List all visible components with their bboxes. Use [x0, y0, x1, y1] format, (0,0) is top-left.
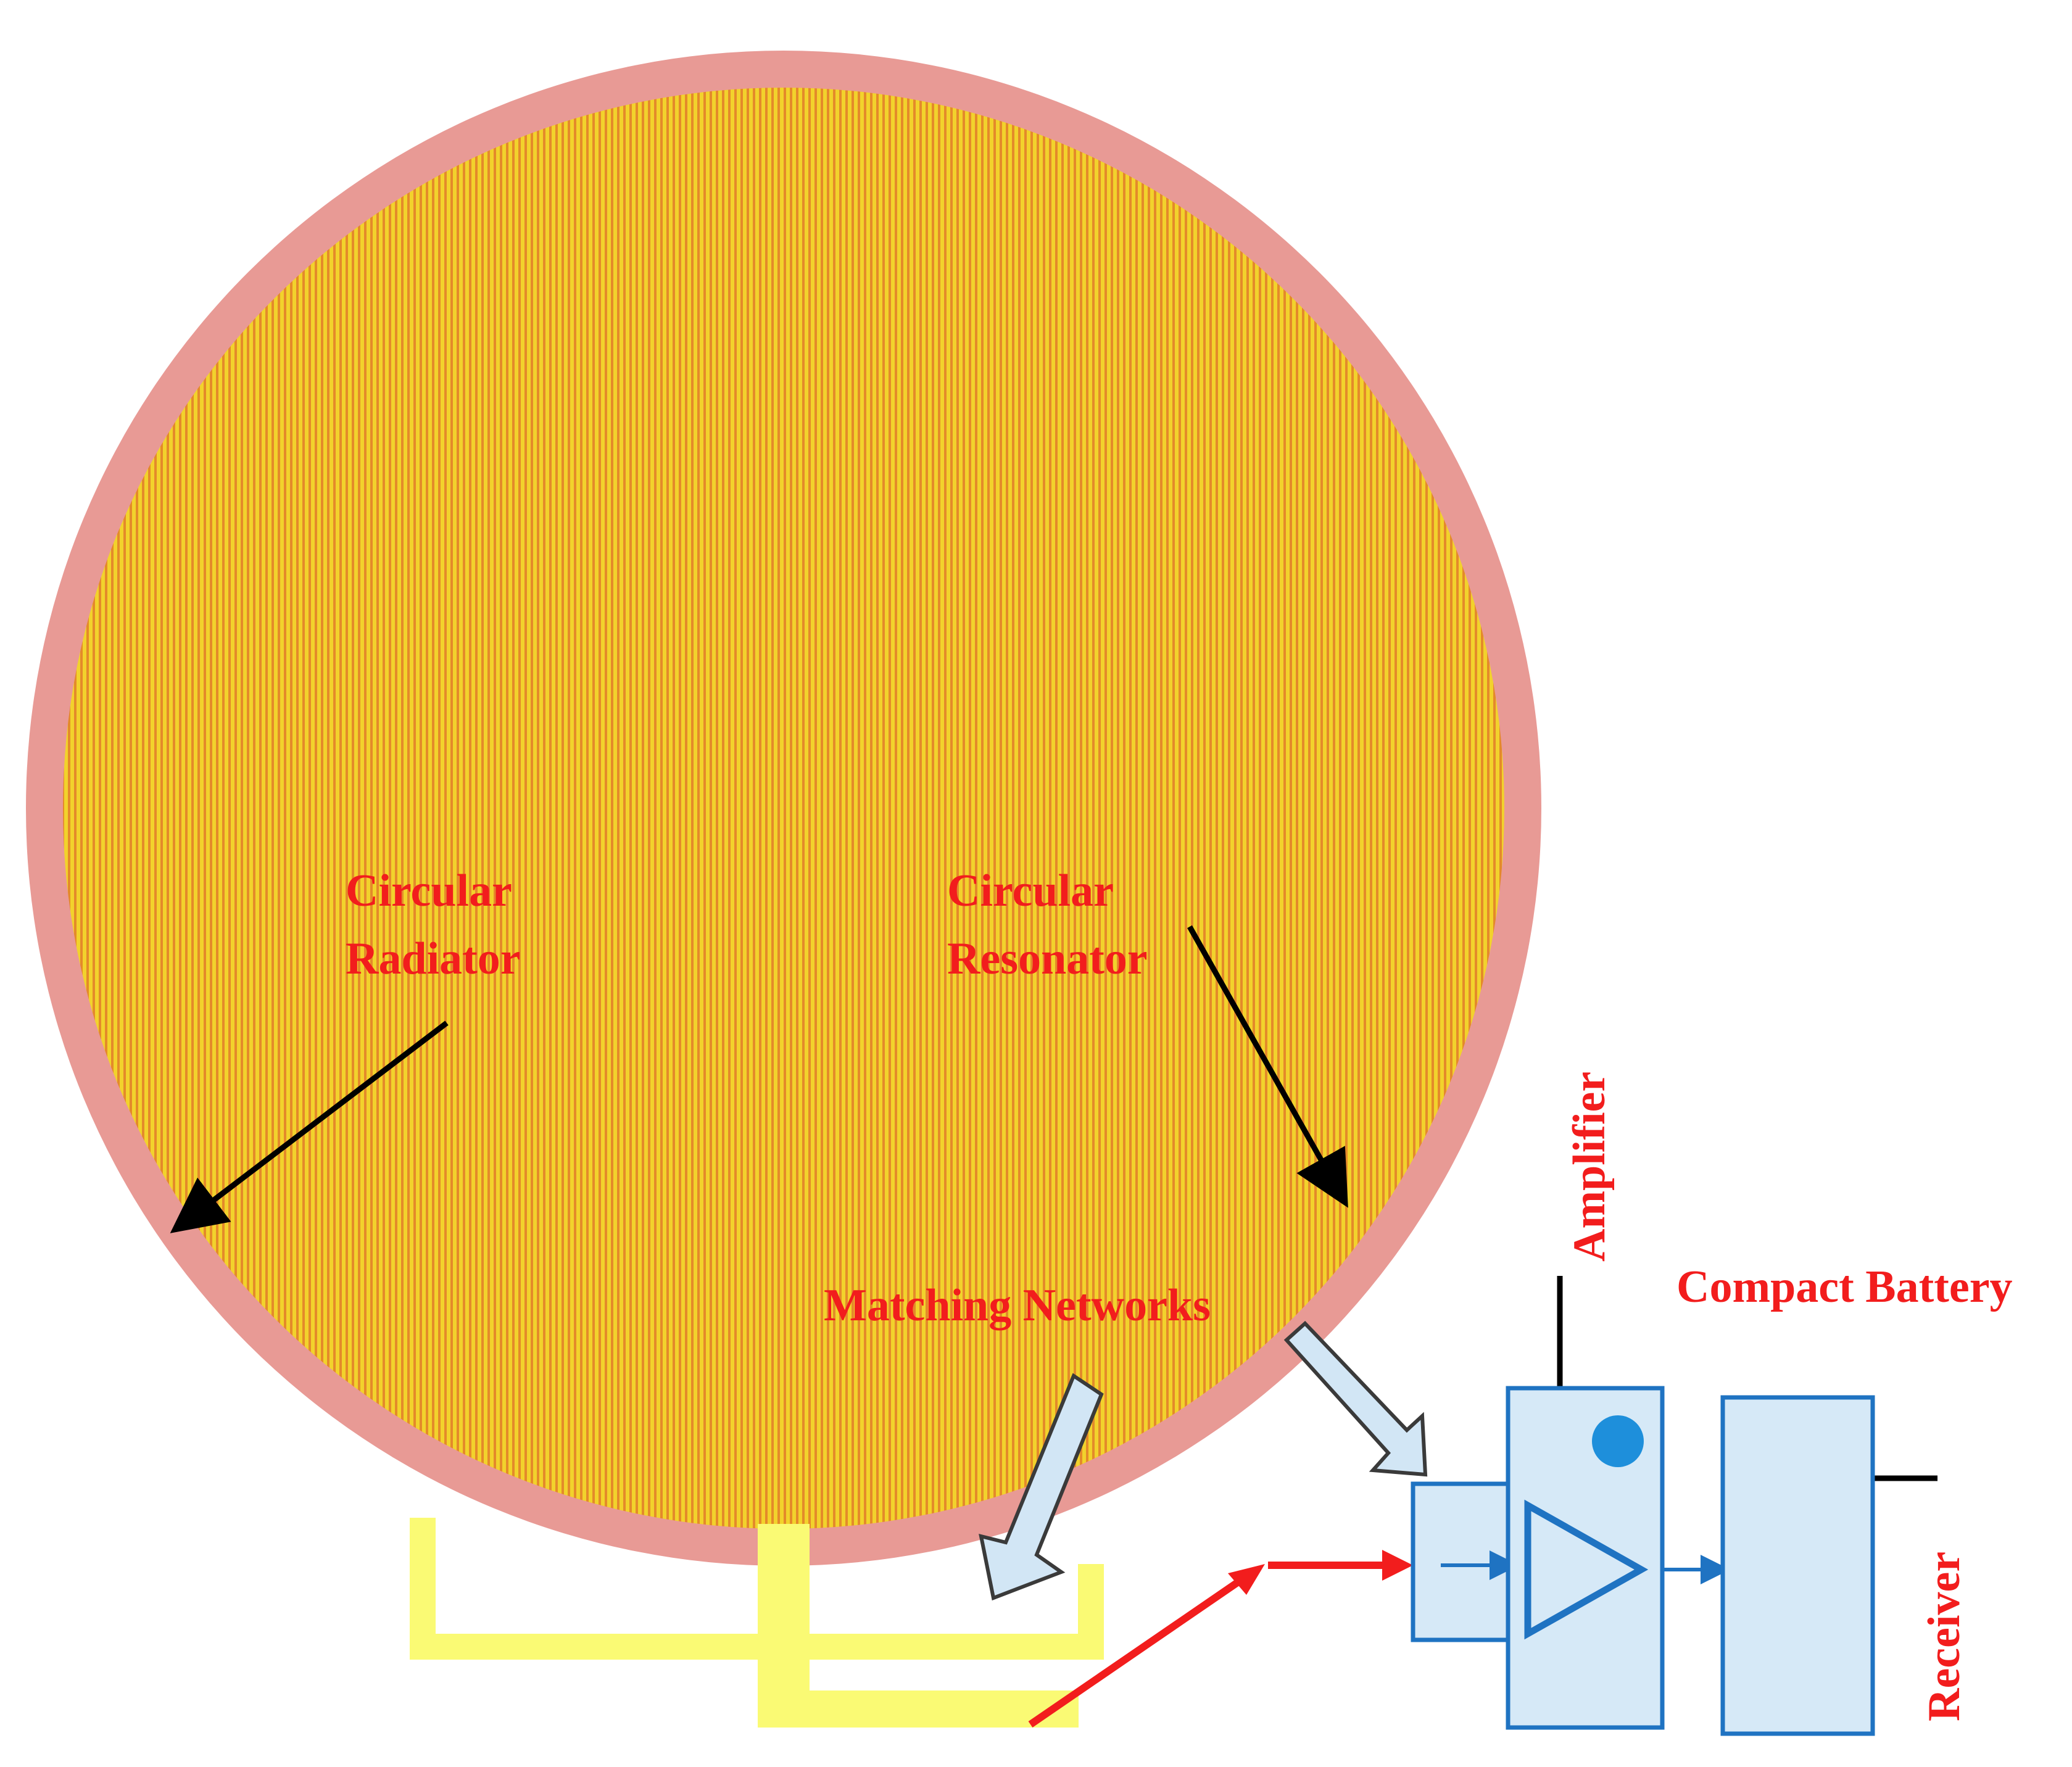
label-amplifier: Amplifier: [1564, 1072, 1615, 1262]
receiver-block: [1720, 1395, 1875, 1736]
label-circular-radiator-2: Radiator: [346, 933, 521, 984]
battery-dot: [1592, 1415, 1644, 1467]
circular-radiator-patch: [63, 88, 1504, 1529]
feed-network: [410, 1518, 1104, 1728]
arrow-radiator: [170, 1020, 449, 1233]
arrow-resonator: [1187, 925, 1348, 1208]
red-signal-arrow: [1028, 1550, 1413, 1728]
hollow-arrow-to-amplifier: [1283, 1320, 1428, 1477]
label-circular-resonator-1: Circular: [947, 866, 1114, 916]
hollow-arrow-matching: [979, 1373, 1104, 1601]
amplifier-symbol: [1524, 1499, 1649, 1640]
label-compact-battery: Compact Battery: [1676, 1262, 2013, 1312]
input-block: [1411, 1481, 1514, 1642]
label-circular-radiator-1: Circular: [346, 866, 512, 916]
label-matching-networks: Matching Networks: [824, 1280, 1211, 1331]
label-receiver: Receiver: [1919, 1552, 1970, 1721]
label-circular-resonator-2: Resonator: [947, 933, 1148, 984]
